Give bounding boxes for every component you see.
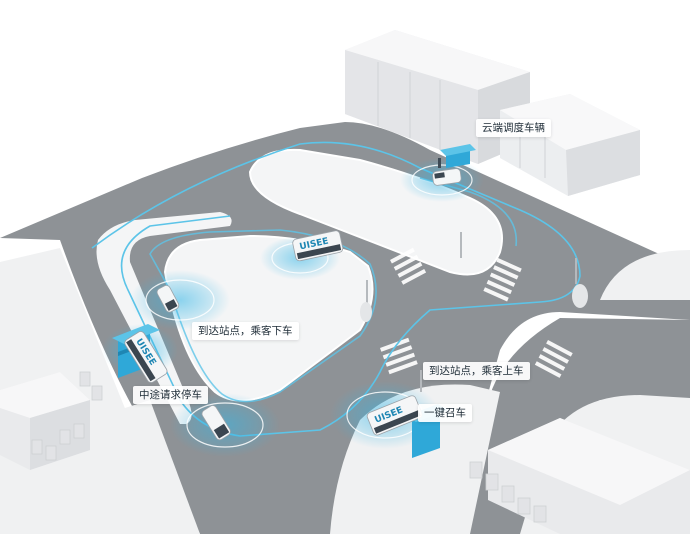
shuttle-bus: UISEE bbox=[292, 230, 344, 262]
label-midway-stop: 中途请求停车 bbox=[133, 386, 208, 404]
left-warehouse bbox=[0, 371, 103, 470]
shuttle-bus bbox=[156, 285, 180, 313]
tree bbox=[360, 284, 588, 322]
crosswalk bbox=[380, 247, 573, 378]
label-cloud-dispatch: 云端调度车辆 bbox=[476, 119, 551, 137]
sidewalk-islands bbox=[96, 148, 503, 424]
label-arrive-pick-up: 到达站点，乘客上车 bbox=[423, 362, 530, 380]
label-one-key-call: 一键召车 bbox=[418, 404, 472, 422]
lamp-post bbox=[366, 232, 577, 392]
shuttle-bus bbox=[432, 168, 462, 186]
signal-arcs bbox=[145, 164, 473, 448]
shuttle-bus: UISEE bbox=[124, 331, 168, 383]
bus-stop-shelter bbox=[438, 144, 476, 168]
label-arrive-drop-off: 到达站点，乘客下车 bbox=[192, 322, 299, 340]
shuttle-bus bbox=[201, 405, 231, 441]
right-warehouse bbox=[469, 418, 690, 534]
